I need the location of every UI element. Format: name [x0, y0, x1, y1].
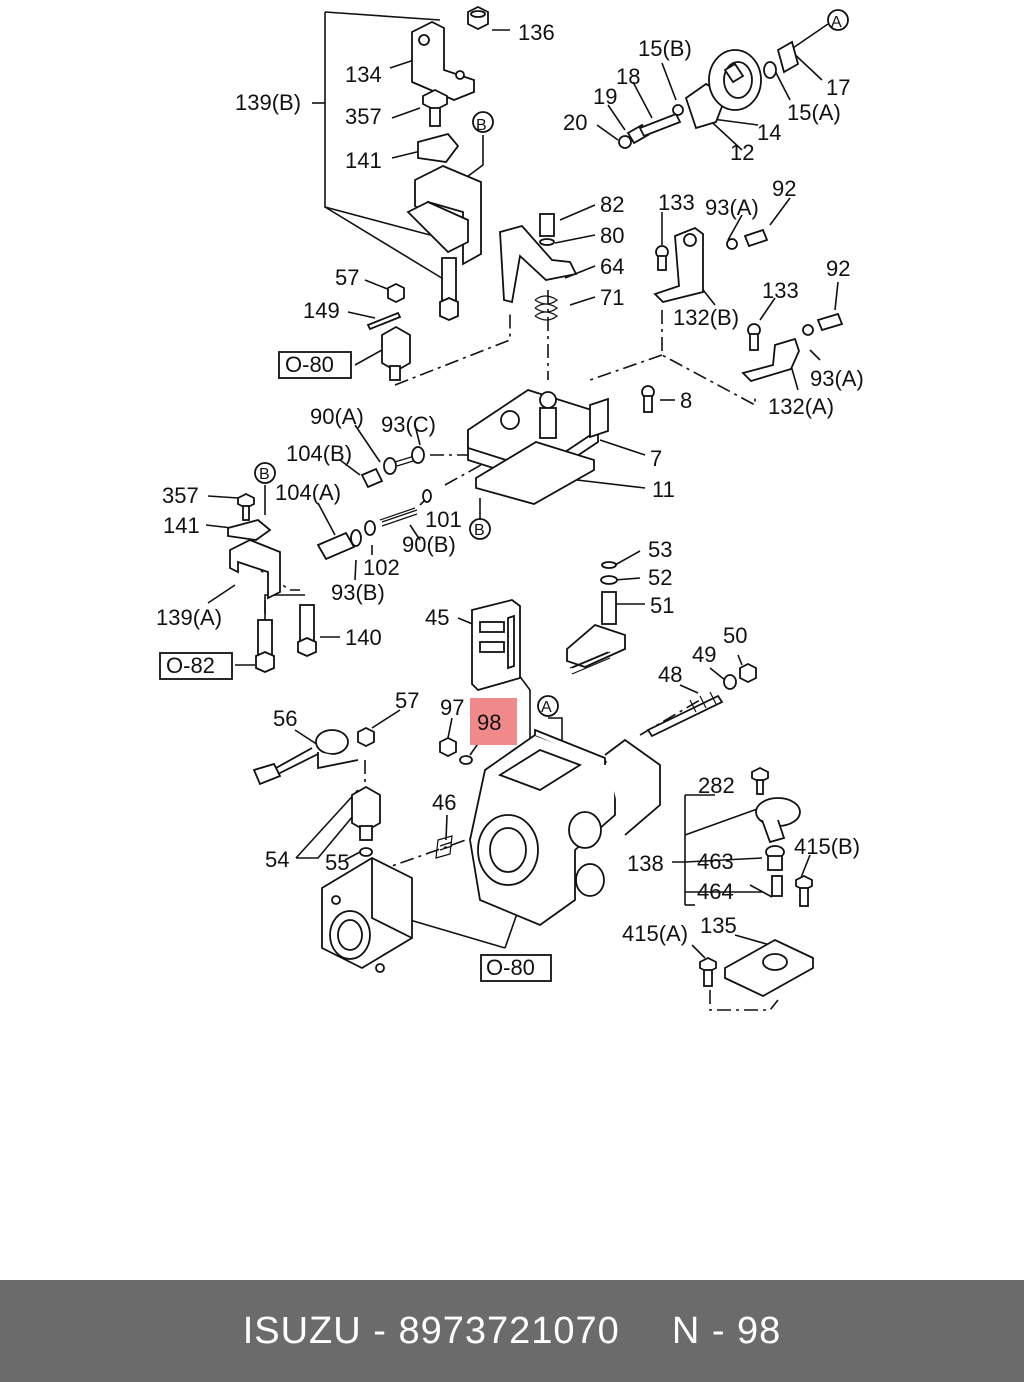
label: 15(B) — [638, 36, 692, 61]
label: 463 — [697, 849, 734, 874]
label: 8 — [680, 388, 692, 413]
label: 64 — [600, 254, 624, 279]
label: 93(A) — [705, 195, 759, 220]
label: 18 — [616, 64, 640, 89]
label: 45 — [425, 605, 449, 630]
label: 56 — [273, 706, 297, 731]
label: B — [474, 522, 485, 539]
label: 357 — [162, 483, 199, 508]
parts-drawing — [227, 5, 849, 998]
label: 102 — [363, 555, 400, 580]
label: 141 — [163, 513, 200, 538]
label: 141 — [345, 148, 382, 173]
label: 149 — [303, 298, 340, 323]
label: 90(A) — [310, 404, 364, 429]
label: 132(B) — [673, 305, 739, 330]
part-labels: 136 134 139(B) 357 141 B 15(B) A 17 18 1… — [156, 14, 864, 980]
label: 19 — [593, 84, 617, 109]
highlight-box — [470, 698, 517, 745]
label: 80 — [600, 223, 624, 248]
label: B — [259, 466, 270, 483]
label: 71 — [600, 285, 624, 310]
label: 140 — [345, 625, 382, 650]
label: 92 — [772, 176, 796, 201]
brand-part-number: ISUZU - 8973721070 — [242, 1309, 620, 1352]
label: 52 — [648, 565, 672, 590]
label: 415(B) — [794, 834, 860, 859]
label: 14 — [757, 120, 781, 145]
label: 93(C) — [381, 412, 436, 437]
label: 55 — [325, 850, 349, 875]
highlight-label: 98 — [477, 710, 501, 735]
diagram-svg: 136 134 139(B) 357 141 B 15(B) A 17 18 1… — [156, 5, 864, 1011]
label: 138 — [627, 851, 664, 876]
label: A — [541, 699, 552, 716]
label: 57 — [395, 688, 419, 713]
label: 357 — [345, 104, 382, 129]
label: 97 — [440, 695, 464, 720]
leader-lines — [205, 11, 839, 1011]
label: O-82 — [166, 653, 215, 678]
label: 82 — [600, 192, 624, 217]
label: O-80 — [285, 352, 334, 377]
label: 104(A) — [275, 480, 341, 505]
label: A — [831, 14, 842, 31]
footer-bar: ISUZU - 8973721070 N - 98 — [0, 1280, 1024, 1382]
label: 49 — [692, 642, 716, 667]
label: 104(B) — [286, 441, 352, 466]
label: 134 — [345, 62, 382, 87]
label: 7 — [650, 446, 662, 471]
diagram-position: N - 98 — [671, 1309, 782, 1352]
label: 57 — [335, 265, 359, 290]
ref-box-o80-bottom — [480, 954, 552, 982]
label: O-80 — [486, 955, 535, 980]
label: 92 — [826, 256, 850, 281]
label: 93(B) — [331, 580, 385, 605]
label: 415(A) — [622, 921, 688, 946]
label: 282 — [698, 773, 735, 798]
label: 101 — [425, 507, 462, 532]
label: 135 — [700, 913, 737, 938]
label: B — [476, 117, 487, 134]
label: 139(B) — [235, 90, 301, 115]
label: 48 — [658, 662, 682, 687]
label: 15(A) — [787, 100, 841, 125]
label: 139(A) — [156, 605, 222, 630]
label: 464 — [697, 879, 734, 904]
label: 90(B) — [402, 532, 456, 557]
ref-box-o80-top — [278, 351, 352, 379]
label: 54 — [265, 847, 289, 872]
label: 136 — [518, 20, 555, 45]
label: 20 — [563, 110, 587, 135]
label: 53 — [648, 537, 672, 562]
exploded-parts-diagram: 136 134 139(B) 357 141 B 15(B) A 17 18 1… — [156, 5, 864, 1011]
label: 133 — [762, 278, 799, 303]
label: 93(A) — [810, 366, 864, 391]
label: 132(A) — [768, 394, 834, 419]
ref-box-o82 — [159, 652, 233, 680]
label: 133 — [658, 190, 695, 215]
label: 17 — [826, 75, 850, 100]
label: 51 — [650, 593, 674, 618]
label: 12 — [730, 140, 754, 165]
label: 46 — [432, 790, 456, 815]
label: 50 — [723, 623, 747, 648]
label: 11 — [652, 477, 675, 502]
